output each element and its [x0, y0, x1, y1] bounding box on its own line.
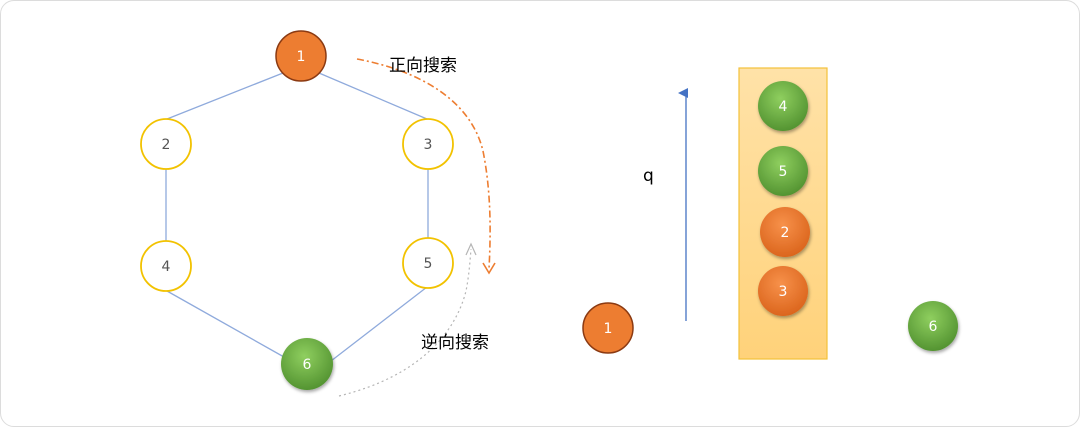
node-label: 6 [303, 357, 312, 373]
forward-search-arrow [356, 58, 491, 270]
edge-4-6 [166, 290, 285, 358]
backward-search-label: 逆向搜索 [421, 333, 489, 353]
edge-1-2 [166, 72, 284, 120]
queue-item-2: 2 [760, 207, 810, 257]
node-label: 6 [929, 319, 938, 335]
queue-item-label: 3 [779, 284, 788, 300]
queue-target-node-6: 6 [908, 301, 958, 351]
edge-1-3 [318, 72, 428, 120]
queue-item-5: 5 [758, 146, 808, 196]
node-label: 5 [424, 256, 433, 272]
graph-node-4: 4 [140, 240, 192, 292]
graph-edges [165, 72, 429, 362]
edge-5-6 [330, 286, 428, 362]
graph-node-3: 3 [402, 118, 454, 170]
queue-item-label: 4 [779, 99, 788, 115]
graph-node-5: 5 [402, 237, 454, 289]
node-label: 1 [297, 49, 306, 65]
node-label: 1 [604, 321, 613, 337]
node-label: 4 [162, 259, 171, 275]
queue-start-node-1: 1 [582, 302, 634, 354]
forward-search-label: 正向搜索 [389, 56, 457, 76]
graph-node-2: 2 [140, 118, 192, 170]
node-label: 2 [162, 137, 171, 153]
graph-node-1: 1 [275, 30, 327, 82]
queue-item-4: 4 [758, 81, 808, 131]
node-label: 3 [424, 137, 433, 153]
forward-arrow-head [482, 262, 496, 275]
queue-item-label: 5 [779, 164, 788, 180]
queue-item-3: 3 [758, 266, 808, 316]
queue-axis-label: q [643, 166, 654, 186]
backward-arrow-head [465, 242, 477, 256]
graph-node-6: 6 [281, 338, 333, 390]
queue-item-label: 2 [781, 225, 790, 241]
